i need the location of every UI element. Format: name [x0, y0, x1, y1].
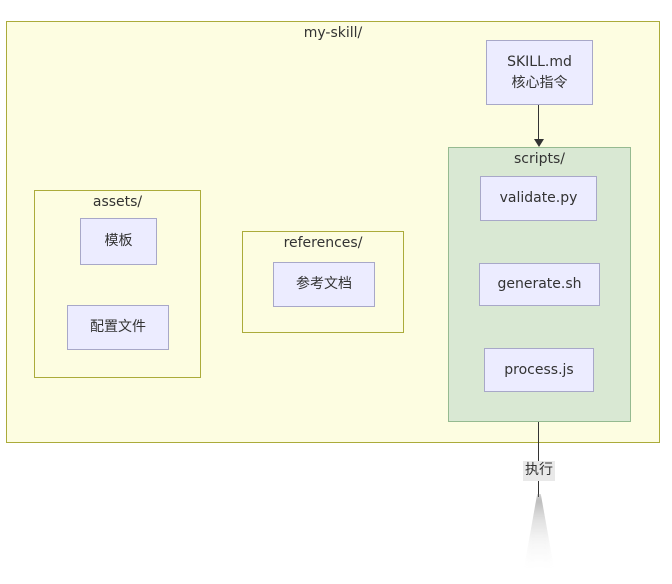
node-process-js: process.js: [484, 348, 594, 392]
node-skill-md-line2: 核心指令: [511, 74, 568, 91]
node-template-label: 模板: [104, 233, 133, 249]
edge-scripts-execute-line-lower: [538, 481, 539, 497]
subgraph-scripts-label: scripts/: [513, 151, 566, 167]
edge-skill-to-scripts-line: [538, 105, 539, 139]
node-config: 配置文件: [67, 305, 169, 350]
subgraph-references-label: references/: [283, 235, 363, 251]
edge-scripts-execute-line-upper: [538, 422, 539, 462]
node-generate-sh-label: generate.sh: [497, 276, 582, 292]
node-skill-md: SKILL.md 核心指令: [486, 40, 593, 105]
node-reference-doc: 参考文档: [273, 262, 375, 307]
node-generate-sh: generate.sh: [479, 263, 600, 306]
node-template: 模板: [80, 218, 157, 265]
node-skill-md-line1: SKILL.md: [507, 53, 572, 70]
edge-scripts-execute-label: 执行: [523, 461, 555, 481]
edge-skill-to-scripts-arrowhead-icon: [534, 139, 544, 147]
node-validate-py: validate.py: [480, 176, 597, 221]
subgraph-my-skill-label: my-skill/: [303, 25, 363, 41]
subgraph-assets-label: assets/: [92, 194, 143, 210]
node-reference-doc-label: 参考文档: [296, 276, 352, 292]
node-process-js-label: process.js: [504, 361, 574, 378]
node-validate-py-label: validate.py: [499, 190, 578, 206]
edge-scripts-execute-fadeout: [524, 494, 554, 568]
node-config-label: 配置文件: [90, 319, 146, 335]
